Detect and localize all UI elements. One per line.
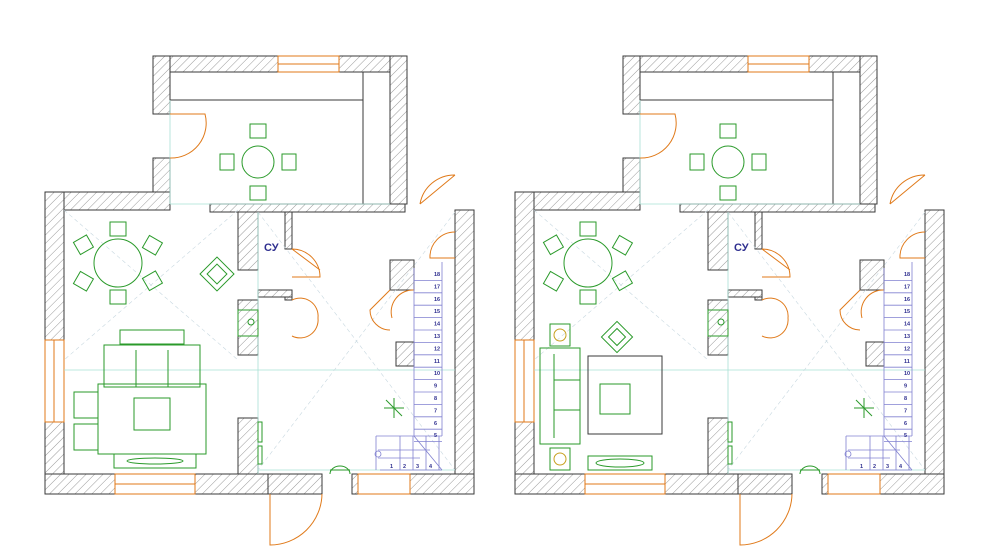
armchair xyxy=(199,256,235,292)
annex-inner-wall xyxy=(169,71,364,101)
diagonal-guides xyxy=(63,209,456,471)
staircase xyxy=(374,262,443,471)
stair-step-number: 10 xyxy=(904,371,910,377)
stair-step-number: 11 xyxy=(904,359,910,365)
staircase xyxy=(844,262,913,471)
stair-step-number: 11 xyxy=(434,359,440,365)
bathroom-label: СУ xyxy=(734,242,749,254)
stair-step-number: 14 xyxy=(904,322,911,328)
stair-step-number: 13 xyxy=(904,334,910,340)
stair-step-number: 15 xyxy=(434,309,440,315)
dining-table-large xyxy=(72,221,164,305)
stair-step-number: 13 xyxy=(434,334,440,340)
floor-plan-left: СУ xyxy=(44,55,475,546)
stair-step-number: 15 xyxy=(904,309,910,315)
dining-table-large xyxy=(542,221,634,305)
stair-step-number: 16 xyxy=(904,297,910,303)
walls xyxy=(44,55,475,495)
stair-step-number: 3 xyxy=(886,464,889,470)
stair-step-number: 10 xyxy=(434,371,440,377)
stair-step-number: 8 xyxy=(904,396,907,402)
annex-side-wall xyxy=(832,71,861,205)
stair-step-number: 4 xyxy=(429,464,433,470)
stair-step-number: 18 xyxy=(904,272,910,278)
floor-plan-right: СУ xyxy=(514,55,945,546)
stair-step-number: 18 xyxy=(434,272,440,278)
stair-step-number: 2 xyxy=(873,464,876,470)
furniture xyxy=(72,123,404,475)
stair-step-number: 5 xyxy=(434,433,437,439)
sink xyxy=(237,309,259,337)
stair-step-number: 4 xyxy=(899,464,903,470)
plant-icon xyxy=(854,398,874,418)
stair-step-number: 17 xyxy=(434,284,440,290)
doors xyxy=(169,113,456,546)
stair-step-number: 3 xyxy=(416,464,419,470)
stair-step-number: 17 xyxy=(904,284,910,290)
stair-step-number: 6 xyxy=(434,421,437,427)
stair-step-number: 9 xyxy=(434,384,437,390)
bathroom-label: СУ xyxy=(264,242,279,254)
stair-step-number: 2 xyxy=(403,464,406,470)
sofa-group xyxy=(73,329,207,469)
stair-step-number: 7 xyxy=(904,408,907,414)
sink xyxy=(707,309,729,337)
stair-step-number: 14 xyxy=(434,322,441,328)
windows xyxy=(44,55,411,495)
stair-step-number: 1 xyxy=(390,464,393,470)
stair-step-number: 12 xyxy=(434,346,440,352)
stair-step-number: 12 xyxy=(904,346,910,352)
diagonal-guides xyxy=(533,209,926,471)
stair-step-number: 9 xyxy=(904,384,907,390)
doors xyxy=(639,113,926,546)
sofa-group xyxy=(539,320,663,471)
plant-icon xyxy=(384,398,404,418)
stair-step-number: 1 xyxy=(860,464,863,470)
annex-inner-wall xyxy=(639,71,834,101)
furniture xyxy=(539,123,874,475)
stair-step-number: 6 xyxy=(904,421,907,427)
stair-step-number: 16 xyxy=(434,297,440,303)
stair-step-number: 7 xyxy=(434,408,437,414)
annex-side-wall xyxy=(362,71,391,205)
dining-table-small xyxy=(219,123,297,201)
dining-table-small xyxy=(689,123,767,201)
walls xyxy=(514,55,945,495)
stair-step-number: 8 xyxy=(434,396,437,402)
windows xyxy=(514,55,881,495)
stair-step-number: 5 xyxy=(904,433,907,439)
